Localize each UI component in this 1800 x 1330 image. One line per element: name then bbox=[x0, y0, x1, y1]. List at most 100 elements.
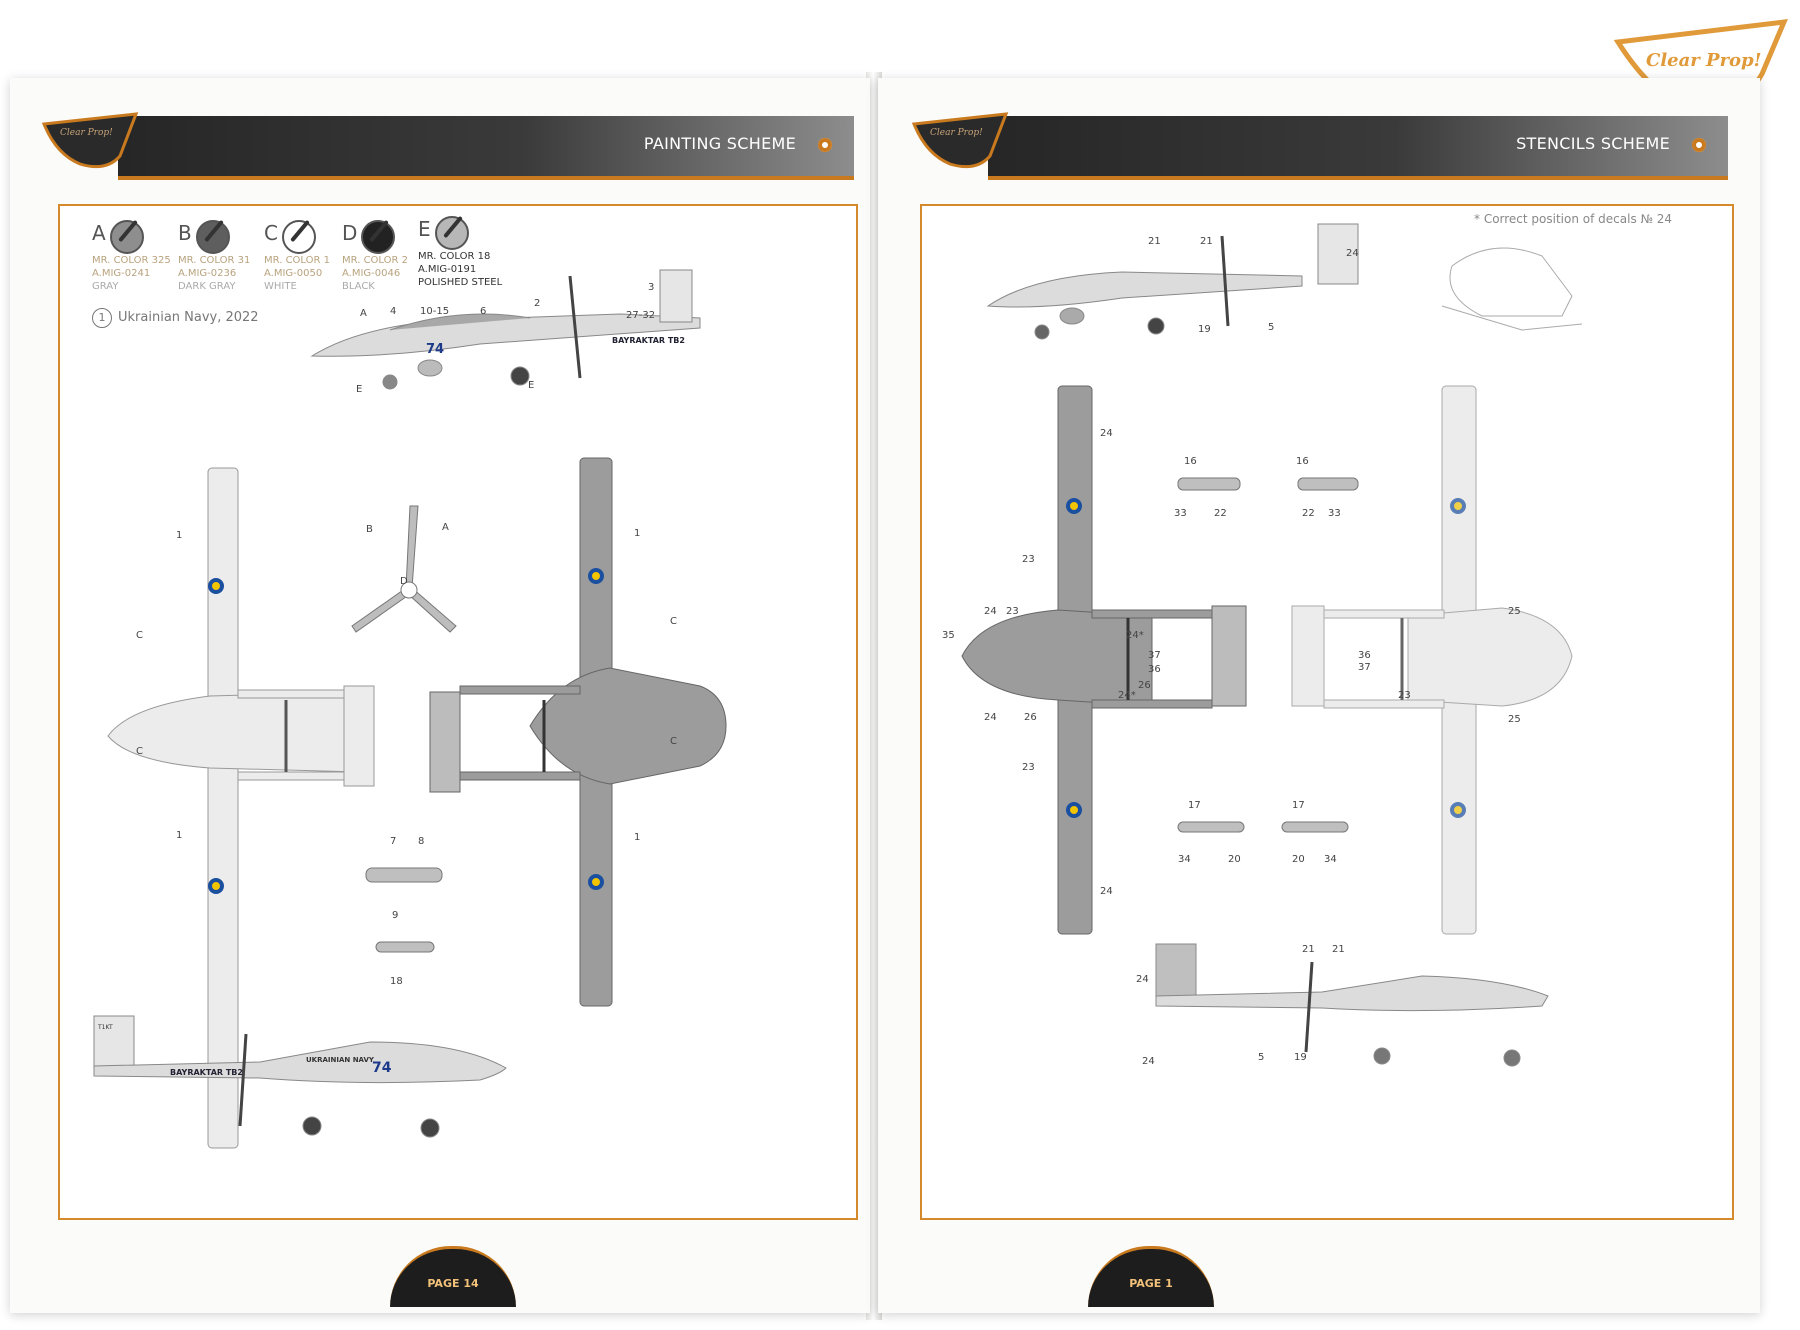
decal-callout: 37 bbox=[1358, 662, 1371, 673]
munition-drawings bbox=[365, 867, 443, 953]
decal-callout: 24 bbox=[1346, 248, 1359, 259]
decal-callout: 19 bbox=[1198, 324, 1211, 335]
decal-callout: 23 bbox=[1022, 762, 1035, 773]
swatch-code-1: MR. COLOR 31 bbox=[178, 255, 251, 266]
stencil-side-view-bottom bbox=[1155, 943, 1549, 1067]
decal-callout: 27-32 bbox=[626, 310, 656, 321]
decal-callout: 8 bbox=[418, 836, 425, 847]
decal-callout: 21 bbox=[1302, 944, 1315, 955]
decal-callout: C bbox=[670, 736, 677, 747]
left-page-number: PAGE 14 bbox=[390, 1246, 516, 1307]
decal-callout: 35 bbox=[942, 630, 955, 641]
decal-callout: 5 bbox=[1268, 322, 1275, 333]
decal-callout: 23 bbox=[1398, 690, 1411, 701]
aircraft-name-top: BAYRAKTAR TB2 bbox=[612, 336, 685, 345]
left-header-banner: PAINTING SCHEME bbox=[118, 116, 854, 180]
swatch-code-1: MR. COLOR 2 bbox=[342, 255, 409, 266]
decal-position-note: * Correct position of decals № 24 bbox=[1474, 212, 1673, 226]
scheme-label-text: Ukrainian Navy, 2022 bbox=[118, 310, 259, 325]
swatch-name: BLACK bbox=[342, 281, 375, 292]
decal-callout: E bbox=[528, 380, 535, 391]
decal-callout: 22 bbox=[1214, 508, 1227, 519]
swatch-code-2: A.MIG-0241 bbox=[92, 268, 151, 279]
left-header-title: PAINTING SCHEME bbox=[643, 134, 796, 153]
decal-callout: 24 bbox=[1100, 428, 1113, 439]
decal-callout: 19 bbox=[1294, 1052, 1307, 1063]
decal-callout: 34 bbox=[1324, 854, 1337, 865]
decal-callout: 3 bbox=[648, 282, 655, 293]
right-header-title: STENCILS SCHEME bbox=[1516, 134, 1670, 153]
decal-callout: 18 bbox=[390, 976, 403, 987]
decal-callout: 16 bbox=[1296, 456, 1309, 467]
decal-callout: 21 bbox=[1332, 944, 1345, 955]
decal-callout: 26 bbox=[1024, 712, 1037, 723]
left-badge-logo-text: Clear Prop! bbox=[60, 128, 113, 138]
decal-callout: E bbox=[356, 384, 363, 395]
right-aircraft-drawings bbox=[961, 223, 1583, 1067]
decal-callout: 36 bbox=[1358, 650, 1371, 661]
swatch-letter: E bbox=[418, 217, 431, 241]
decal-callout: 37 bbox=[1148, 650, 1161, 661]
left-page: PAINTING SCHEME Clear Prop! A MR. COLOR 3… bbox=[10, 78, 870, 1313]
decal-callout: C bbox=[136, 746, 143, 757]
decal-callout: 10-15 bbox=[420, 306, 450, 317]
tail-number-bottom: 74 bbox=[372, 1060, 392, 1076]
swatch-name: GRAY bbox=[92, 281, 119, 292]
propeller-view bbox=[351, 505, 457, 633]
decal-callout: 24 bbox=[1142, 1056, 1155, 1067]
decal-callout: 22 bbox=[1302, 508, 1315, 519]
decal-callout: 1 bbox=[176, 530, 183, 541]
tail-code-bottom: T1KT bbox=[98, 1024, 113, 1031]
right-header-banner: STENCILS SCHEME bbox=[988, 116, 1728, 180]
decal-callout: A bbox=[360, 308, 367, 319]
right-badge-logo-text: Clear Prop! bbox=[930, 128, 983, 138]
left-header-badge: Clear Prop! bbox=[40, 110, 140, 174]
decal-callout: 23 bbox=[1022, 554, 1035, 565]
aircraft-name-bottom: BAYRAKTAR TB2 bbox=[170, 1068, 243, 1077]
swatch-letter: A bbox=[92, 221, 106, 245]
paint-brush-icon bbox=[109, 219, 144, 254]
decal-callout: C bbox=[136, 630, 143, 641]
decal-callout: 33 bbox=[1174, 508, 1187, 519]
top-view-gray bbox=[429, 457, 727, 1007]
tail-number-top: 74 bbox=[426, 342, 445, 357]
swatch-name: WHITE bbox=[264, 281, 297, 292]
decal-callout: 36 bbox=[1148, 664, 1161, 675]
stencil-side-view-top bbox=[986, 223, 1359, 340]
decal-callout: 20 bbox=[1292, 854, 1305, 865]
decal-callout: 26 bbox=[1138, 680, 1151, 691]
decal-callout: 16 bbox=[1184, 456, 1197, 467]
decal-callout: 2 bbox=[534, 298, 541, 309]
paint-brush-icon bbox=[195, 219, 230, 254]
decal-callout: B bbox=[366, 524, 373, 535]
decal-callout: D bbox=[400, 576, 408, 587]
decal-callout: 20 bbox=[1228, 854, 1241, 865]
brand-logo-text: Clear Prop! bbox=[1646, 50, 1762, 71]
decal-callout: 1 bbox=[634, 832, 641, 843]
left-aircraft-drawings bbox=[93, 269, 727, 1149]
swatch-letter: B bbox=[178, 221, 192, 245]
decal-callout: 9 bbox=[392, 910, 399, 921]
swatch-code-1: MR. COLOR 1 bbox=[264, 255, 331, 266]
right-header-dot-icon bbox=[1692, 138, 1706, 152]
decal-callout: 24* bbox=[1118, 690, 1136, 701]
paint-brush-icon bbox=[434, 215, 469, 250]
decal-callout: 24 bbox=[1136, 974, 1149, 985]
decal-callout: A bbox=[442, 522, 449, 533]
stencil-top-view-gray bbox=[961, 385, 1247, 935]
swatch-code-2: A.MIG-0236 bbox=[178, 268, 237, 279]
scheme-label: 1 Ukrainian Navy, 2022 bbox=[92, 308, 259, 328]
navy-text-bottom: UKRAINIAN NAVY bbox=[306, 1056, 374, 1064]
decal-callout: 23 bbox=[1006, 606, 1019, 617]
decal-callout: 25 bbox=[1508, 606, 1521, 617]
swatch-letter: D bbox=[342, 221, 358, 245]
decal-detail-sketch bbox=[1441, 247, 1583, 331]
scheme-number-badge: 1 bbox=[92, 308, 112, 328]
decal-callout: 4 bbox=[390, 306, 397, 317]
decal-callout: 24* bbox=[1126, 630, 1144, 641]
side-view-bottom bbox=[93, 1015, 507, 1138]
